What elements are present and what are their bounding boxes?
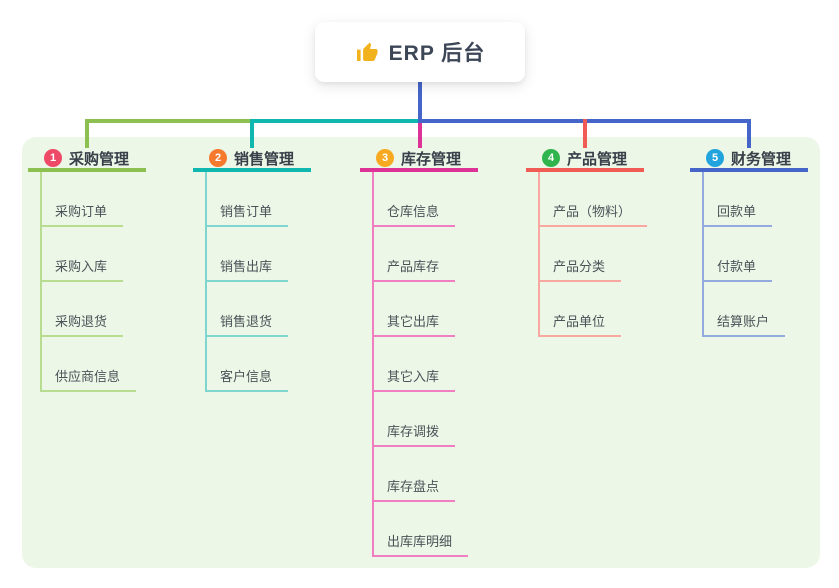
branch-node-inventory[interactable]: 3 库存管理 — [360, 149, 478, 172]
connector-horizontal-green — [85, 119, 252, 123]
connector-drop-product — [583, 119, 587, 148]
branch-node-purchase[interactable]: 1 采购管理 — [28, 149, 146, 172]
connector-drop-purchase — [85, 119, 89, 148]
branch-product: 4 产品管理 产品（物料） 产品分类 产品单位 — [526, 149, 648, 337]
child-node[interactable]: 其它出库 — [374, 311, 456, 337]
child-node[interactable]: 回款单 — [704, 201, 773, 227]
branch-label: 产品管理 — [567, 150, 628, 168]
child-node[interactable]: 出库库明细 — [374, 531, 469, 557]
child-node[interactable]: 库存盘点 — [374, 476, 456, 502]
child-node[interactable]: 销售订单 — [207, 201, 289, 227]
connector-drop-sales — [250, 119, 254, 148]
child-node[interactable]: 采购退货 — [42, 311, 124, 337]
branch-label: 财务管理 — [731, 150, 792, 168]
child-node[interactable]: 产品库存 — [374, 256, 456, 282]
branch-children-product: 产品（物料） 产品分类 产品单位 — [538, 172, 648, 337]
branch-number-badge: 3 — [376, 149, 394, 167]
child-node[interactable]: 产品（物料） — [540, 201, 648, 227]
connector-root-stem — [418, 82, 422, 123]
child-node[interactable]: 付款单 — [704, 256, 773, 282]
child-node[interactable]: 库存调拨 — [374, 421, 456, 447]
thumbs-up-icon — [356, 42, 378, 61]
child-node[interactable]: 采购入库 — [42, 256, 124, 282]
connector-drop-inventory — [418, 123, 422, 148]
child-node[interactable]: 产品分类 — [540, 256, 622, 282]
connector-horizontal-teal — [252, 119, 420, 123]
branch-number-badge: 2 — [209, 149, 227, 167]
child-node[interactable]: 仓库信息 — [374, 201, 456, 227]
child-node[interactable]: 采购订单 — [42, 201, 124, 227]
branch-children-purchase: 采购订单 采购入库 采购退货 供应商信息 — [40, 172, 146, 392]
branch-finance: 5 财务管理 回款单 付款单 结算账户 — [690, 149, 808, 337]
connector-drop-finance — [747, 119, 751, 148]
branch-number-badge: 4 — [542, 149, 560, 167]
root-node-erp[interactable]: ERP 后台 — [315, 22, 525, 82]
branch-number-badge: 1 — [44, 149, 62, 167]
branch-node-sales[interactable]: 2 销售管理 — [193, 149, 311, 172]
branch-label: 采购管理 — [69, 150, 130, 168]
branch-node-product[interactable]: 4 产品管理 — [526, 149, 644, 172]
branches-background-panel — [22, 137, 820, 568]
child-node[interactable]: 产品单位 — [540, 311, 622, 337]
branch-label: 销售管理 — [234, 150, 295, 168]
branch-purchase: 1 采购管理 采购订单 采购入库 采购退货 供应商信息 — [28, 149, 146, 392]
branch-children-sales: 销售订单 销售出库 销售退货 客户信息 — [205, 172, 311, 392]
child-node[interactable]: 供应商信息 — [42, 366, 137, 392]
child-node[interactable]: 客户信息 — [207, 366, 289, 392]
branch-sales: 2 销售管理 销售订单 销售出库 销售退货 客户信息 — [193, 149, 311, 392]
branch-node-finance[interactable]: 5 财务管理 — [690, 149, 808, 172]
child-node[interactable]: 其它入库 — [374, 366, 456, 392]
child-node[interactable]: 销售出库 — [207, 256, 289, 282]
child-node[interactable]: 结算账户 — [704, 311, 786, 337]
branch-label: 库存管理 — [401, 150, 462, 168]
branch-children-inventory: 仓库信息 产品库存 其它出库 其它入库 库存调拨 库存盘点 出库库明细 — [372, 172, 478, 557]
child-node[interactable]: 销售退货 — [207, 311, 289, 337]
root-title: ERP 后台 — [388, 42, 486, 65]
branch-children-finance: 回款单 付款单 结算账户 — [702, 172, 808, 337]
branch-number-badge: 5 — [706, 149, 724, 167]
branch-inventory: 3 库存管理 仓库信息 产品库存 其它出库 其它入库 库存调拨 库存盘点 出库库… — [360, 149, 478, 557]
